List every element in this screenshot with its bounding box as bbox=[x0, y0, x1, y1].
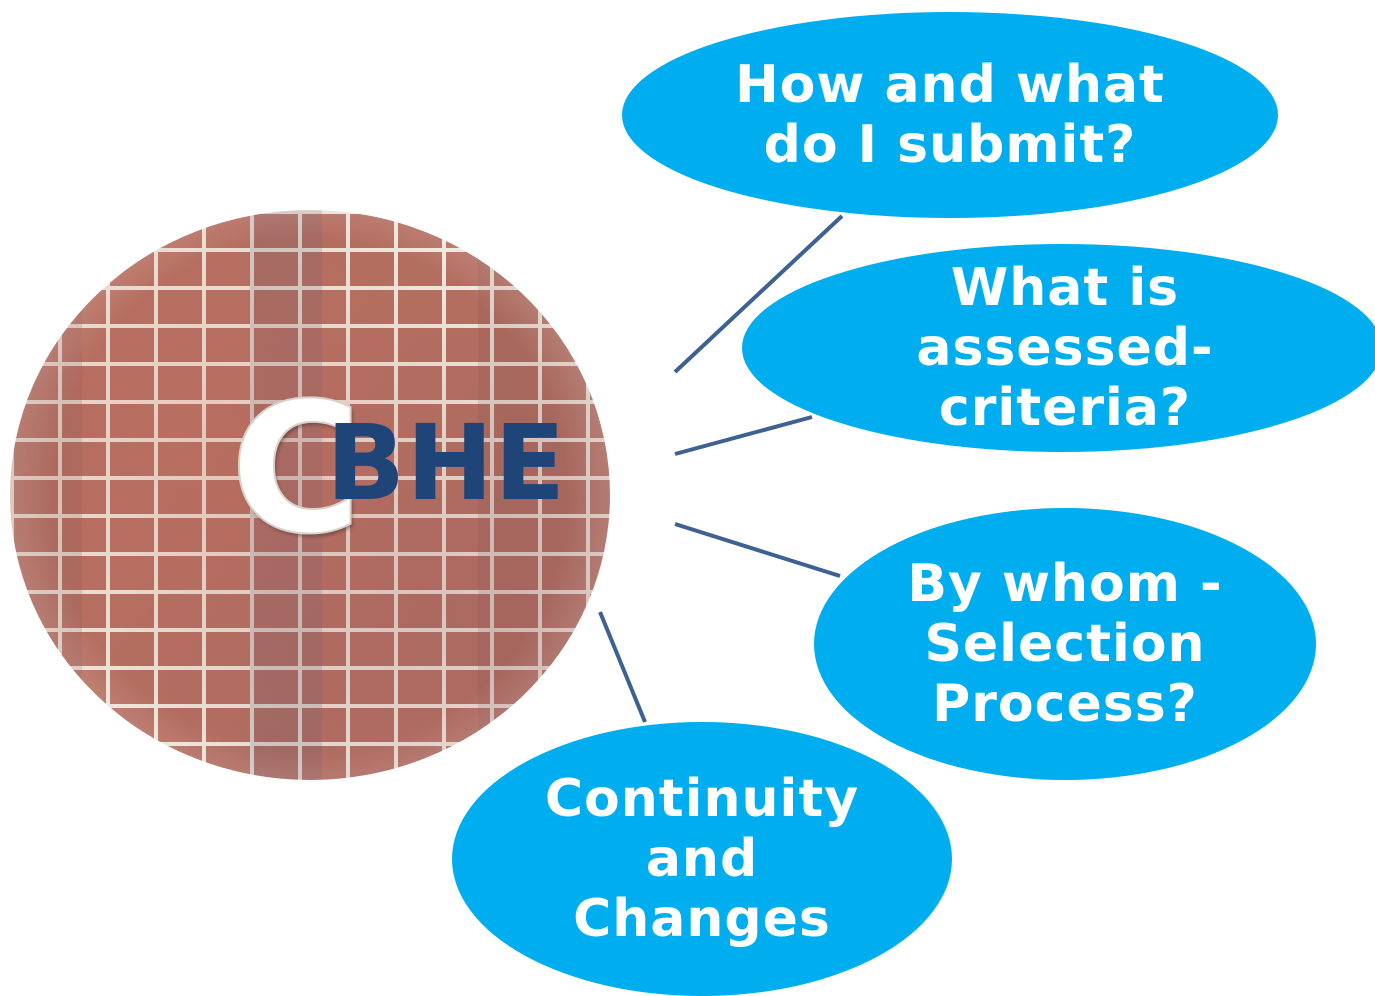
topic-continuity-line-2: and bbox=[645, 829, 759, 889]
topic-submission-line-1: How and what bbox=[735, 55, 1165, 115]
topic-criteria-line-1: What is bbox=[950, 258, 1180, 318]
topic-bubble-criteria: What is assessed- criteria? bbox=[742, 244, 1375, 452]
topic-criteria-line-2: assessed- bbox=[916, 318, 1214, 378]
topic-criteria-line-3: criteria? bbox=[938, 378, 1192, 438]
topic-continuity-line-1: Continuity bbox=[544, 769, 860, 829]
brick-texture bbox=[10, 210, 610, 780]
connector-criteria bbox=[674, 415, 813, 456]
topic-selection-line-2: Selection bbox=[924, 614, 1206, 674]
connector-continuity bbox=[598, 611, 647, 723]
hub-label: BHE bbox=[326, 402, 567, 524]
topic-bubble-continuity: Continuity and Changes bbox=[452, 722, 952, 996]
connector-submission bbox=[673, 214, 844, 374]
topic-continuity-line-3: Changes bbox=[573, 889, 831, 949]
topic-submission-line-2: do I submit? bbox=[763, 115, 1137, 175]
topic-selection-line-3: Process? bbox=[932, 674, 1198, 734]
topic-selection-line-1: By whom - bbox=[907, 554, 1223, 614]
connector-selection bbox=[674, 522, 841, 578]
topic-bubble-selection: By whom - Selection Process? bbox=[814, 508, 1316, 780]
hub-letter-c: C bbox=[229, 365, 363, 574]
hub-brick-circle bbox=[10, 210, 610, 780]
topic-bubble-submission: How and what do I submit? bbox=[622, 12, 1278, 218]
